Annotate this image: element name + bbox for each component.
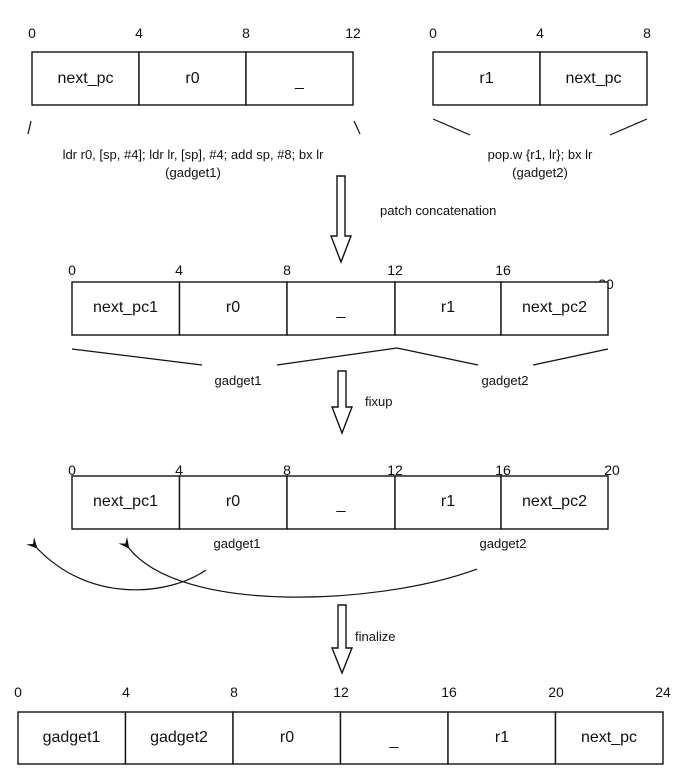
cell-label: next_pc (565, 70, 621, 87)
cell-label: r0 (226, 299, 240, 316)
offset-label: 4 (175, 462, 183, 478)
down-arrow-icon (330, 370, 354, 435)
cell-label: next_pc1 (93, 299, 158, 316)
fixed-chain: 0 4 8 12 16 20 next_pc1 r0 _ r1 next_pc2… (26, 462, 620, 598)
cell-label: next_pc2 (522, 299, 587, 316)
offset-label: 12 (387, 262, 403, 278)
concatenated-chain: 0 4 8 12 16 20 next_pc1 r0 _ r1 next_pc2… (68, 262, 614, 388)
memory-cell (31, 51, 140, 106)
offset-label: 8 (643, 25, 651, 41)
step-label: patch concatenation (380, 203, 496, 218)
cell-label: gadget2 (150, 729, 208, 746)
step-arrow-finalize: finalize (330, 604, 395, 675)
offset-label: 16 (441, 684, 457, 700)
step-arrow-fixup: fixup (330, 370, 392, 435)
memory-cell (178, 281, 288, 336)
memory-cell (554, 711, 664, 765)
brace-line (532, 348, 609, 366)
cell-label: gadget1 (43, 729, 101, 746)
gadget1-instructions: ldr r0, [sp, #4]; ldr lr, [sp], #4; add … (63, 147, 325, 162)
memory-cell (500, 281, 609, 336)
down-arrow-icon (330, 604, 354, 675)
brace-left (432, 118, 471, 136)
memory-cell (394, 475, 502, 530)
memory-cell (500, 475, 609, 530)
brace-right (353, 120, 361, 135)
memory-cell (71, 475, 181, 530)
offset-label: 16 (495, 462, 511, 478)
group-label-gadget1: gadget1 (215, 373, 262, 388)
cell-label: r1 (441, 299, 455, 316)
offset-label: 20 (604, 462, 620, 478)
cell-label: _ (389, 732, 400, 749)
down-arrow-icon (329, 175, 353, 264)
offset-label: 16 (495, 262, 511, 278)
offset-label: 0 (68, 462, 76, 478)
cell-label: _ (294, 73, 305, 90)
memory-cell (245, 51, 354, 106)
gadget1-name: (gadget1) (165, 165, 221, 180)
cell-label: next_pc1 (93, 493, 158, 510)
step-arrow-concat: patch concatenation (329, 175, 496, 264)
memory-cell (124, 711, 234, 765)
offset-label: 8 (283, 262, 291, 278)
gadget2-patch: 0 4 8 r1 next_pc pop.w {r1, lr}; bx lr (… (429, 25, 651, 180)
group-label-gadget2: gadget2 (482, 373, 529, 388)
memory-cell (339, 711, 449, 765)
cell-label: r1 (441, 493, 455, 510)
memory-cell (394, 281, 502, 336)
brace-line (276, 347, 479, 366)
offset-label: 12 (333, 684, 349, 700)
brace-line (71, 348, 203, 366)
cell-label: _ (336, 302, 347, 319)
cell-label: r1 (479, 70, 493, 87)
offset-label: 8 (242, 25, 250, 41)
memory-cell (286, 475, 396, 530)
cell-label: next_pc (581, 729, 637, 746)
gadget2-instructions: pop.w {r1, lr}; bx lr (488, 147, 593, 162)
offset-label: 24 (655, 684, 671, 700)
relocation-arrow-gadget2 (118, 536, 478, 598)
gadget2-name: (gadget2) (512, 165, 568, 180)
cell-label: r0 (185, 70, 199, 87)
cell-label: next_pc2 (522, 493, 587, 510)
cell-label: next_pc (57, 70, 113, 87)
cell-label: _ (336, 496, 347, 513)
arrow-label-gadget2: gadget2 (480, 536, 527, 551)
memory-cell (232, 711, 342, 765)
offset-label: 20 (548, 684, 564, 700)
offset-label: 4 (536, 25, 544, 41)
memory-cell (71, 281, 181, 336)
offset-label: 0 (14, 684, 22, 700)
arrow-label-gadget1: gadget1 (214, 536, 261, 551)
relocation-arrow-gadget1 (26, 536, 207, 591)
cell-label: r0 (226, 493, 240, 510)
cell-label: r0 (280, 729, 294, 746)
offset-label: 4 (135, 25, 143, 41)
offset-label: 8 (283, 462, 291, 478)
final-chain: 0 4 8 12 16 20 24 gadget1 gadget2 r0 _ r… (14, 684, 671, 765)
step-label: fixup (365, 394, 392, 409)
memory-cell (178, 475, 288, 530)
memory-cell (286, 281, 396, 336)
offset-label: 0 (28, 25, 36, 41)
offset-label: 12 (345, 25, 361, 41)
memory-cell (539, 51, 648, 106)
memory-cell (17, 711, 127, 765)
brace-right (609, 118, 648, 136)
cell-label: r1 (495, 729, 509, 746)
offset-label: 0 (429, 25, 437, 41)
gadget1-patch: 0 4 8 12 next_pc r0 _ ldr r0, [sp, #4]; … (27, 25, 361, 180)
offset-label: 4 (122, 684, 130, 700)
offset-label: 12 (387, 462, 403, 478)
offset-label: 0 (68, 262, 76, 278)
brace-left (27, 120, 32, 135)
offset-label: 8 (230, 684, 238, 700)
offset-label: 4 (175, 262, 183, 278)
memory-cell (138, 51, 247, 106)
step-label: finalize (355, 629, 395, 644)
